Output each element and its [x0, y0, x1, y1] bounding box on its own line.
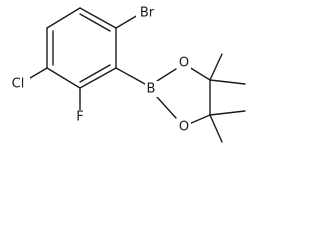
atom-label-br: Br	[140, 6, 155, 21]
dioxaborolane-ring	[156, 66, 211, 125]
bond-c6-b	[115, 67, 146, 85]
atom-label-o-bottom: O	[179, 120, 189, 135]
atom-label-b: B	[147, 82, 156, 97]
bond-b-o-top	[156, 68, 177, 82]
ring-double-bond-c1-c2	[79, 13, 111, 32]
atom-labels: Br Cl F B O O	[8, 5, 191, 135]
atom-label-f: F	[76, 110, 83, 125]
bond-b-o-bottom	[156, 96, 177, 119]
ring-double-bond-c5-c6	[79, 64, 111, 83]
atom-label-o-top: O	[179, 56, 189, 71]
ring-bond-c2-c3	[46, 7, 81, 29]
bond-c1-br	[115, 14, 139, 29]
methyl-bond-upper-2	[209, 79, 246, 85]
methyl-bond-lower-1	[209, 110, 246, 116]
ring-bond-c1-c2	[79, 7, 117, 29]
methyl-bond-lower-2	[209, 114, 223, 143]
bond-o-top-c	[188, 66, 211, 81]
atom-label-cl: Cl	[12, 77, 25, 92]
methyl-groups	[209, 53, 246, 143]
ring-bond-c4-c5	[46, 67, 81, 89]
methyl-bond-upper-1	[209, 53, 223, 81]
bond-o-bottom-c	[188, 114, 211, 125]
benzene-ring	[46, 7, 117, 89]
chemical-structure-diagram: Br Cl F B O O	[8, 5, 246, 143]
ring-bond-c5-c6	[79, 67, 117, 89]
